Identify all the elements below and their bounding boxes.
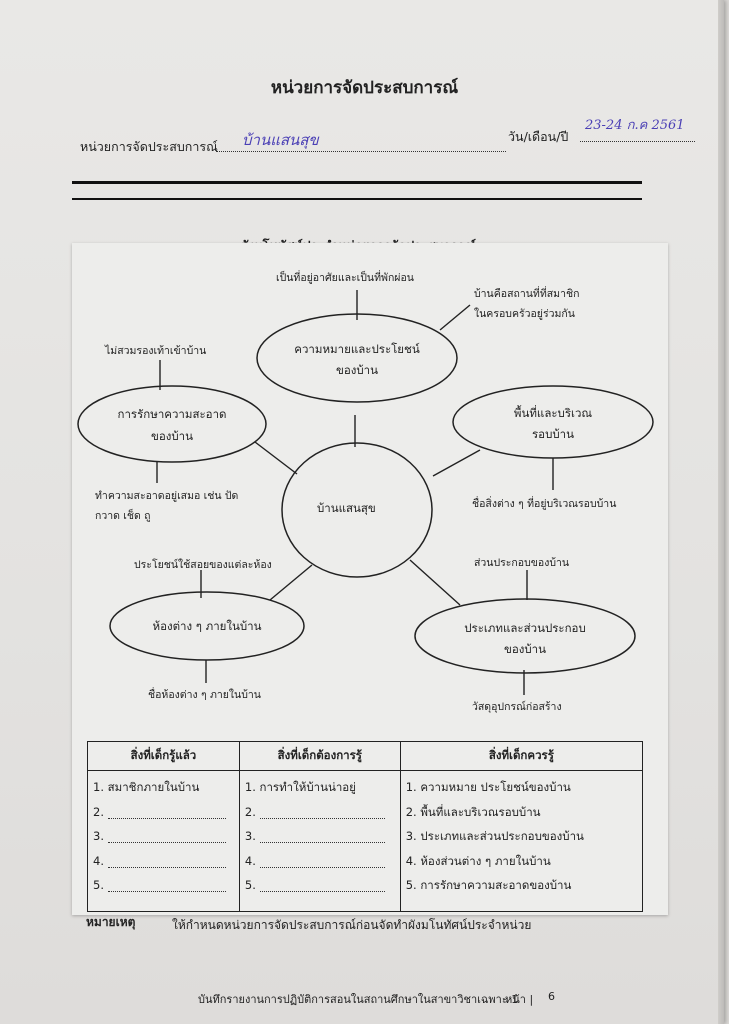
header-should-know: สิ่งที่เด็กควรรู้	[399, 741, 644, 771]
node-cleaning-line1: การรักษาความสะอาด	[117, 407, 227, 421]
detail-types-above: ส่วนประกอบของบ้าน	[474, 557, 570, 569]
note-label: หมายเหตุ	[86, 915, 136, 929]
node-oval-rooms	[109, 591, 305, 661]
kwl-table: สิ่งที่เด็กรู้แล้ว สิ่งที่เด็กต้องการรู้…	[87, 741, 644, 912]
page-number: 6	[548, 990, 555, 1003]
center-label: บ้านแสนสุข	[317, 501, 376, 515]
list-item: 2.	[93, 800, 234, 825]
list-item: 2. พื้นที่และบริเวณรอบบ้าน	[405, 804, 541, 819]
date-label: วัน/เดือน/ปี	[508, 129, 569, 144]
detail-types-below: วัสดุอุปกรณ์ก่อสร้าง	[472, 701, 562, 713]
col-known: 1. สมาชิกภายในบ้าน 2. 3. 4. 5.	[87, 770, 240, 912]
detail-rooms-below: ชื่อห้องต่าง ๆ ภายในบ้าน	[148, 689, 261, 701]
list-item: 3.	[245, 824, 395, 849]
list-item: 1. การทำให้บ้านน่าอยู่	[244, 780, 356, 794]
unit-label: หน่วยการจัดประสบการณ์	[80, 139, 218, 154]
unit-dotted-line	[216, 151, 506, 152]
list-item: 2.	[245, 800, 395, 825]
header-rule-thick	[72, 181, 642, 184]
node-types-line2: ของบ้าน	[503, 642, 546, 656]
connector-types	[409, 559, 461, 606]
page-title: หน่วยการจัดประสบการณ์	[270, 78, 459, 98]
connector-area	[432, 449, 481, 477]
detail-area-below: ชื่อสิ่งต่าง ๆ ที่อยู่บริเวณรอบบ้าน	[472, 498, 617, 510]
node-oval-area	[452, 385, 654, 459]
detail-cleaning-below-2: กวาด เช็ด ถู	[95, 510, 151, 522]
node-rooms-label: ห้องต่าง ๆ ภายในบ้าน	[152, 619, 262, 633]
list-item: 4.	[245, 849, 395, 874]
node-oval-types	[414, 598, 636, 674]
list-item: 3.	[93, 824, 234, 849]
unit-handwritten: บ้านแสนสุข	[242, 131, 319, 149]
detail-meaning-top: เป็นที่อยู่อาศัยและเป็นที่พักผ่อน	[276, 272, 414, 284]
connector-rooms	[269, 564, 313, 601]
footer-page-label: หน้า |	[505, 993, 534, 1006]
note-text: ให้กำหนดหน่วยการจัดประสบการณ์ก่อนจัดทำผั…	[172, 918, 532, 932]
list-item: 5.	[245, 873, 395, 898]
node-oval-cleaning	[77, 385, 267, 463]
node-oval-meaning	[256, 313, 458, 403]
header-rule-thin	[72, 198, 642, 200]
list-item: 4. ห้องส่วนต่าง ๆ ภายในบ้าน	[405, 853, 551, 868]
connector-cleaning	[254, 441, 298, 475]
page-edge-shadow	[718, 0, 724, 1024]
node-area-line2: รอบบ้าน	[531, 427, 574, 441]
list-item: 5.	[93, 873, 234, 898]
list-item: 1. ความหมาย ประโยชน์ของบ้าน	[405, 780, 571, 794]
list-item: 5. การรักษาความสะอาดของบ้าน	[405, 878, 572, 892]
node-meaning-line2: ของบ้าน	[335, 363, 378, 377]
header-known: สิ่งที่เด็กรู้แล้ว	[87, 741, 240, 771]
detail-meaning-right-1: บ้านคือสถานที่ที่สมาชิก	[474, 288, 580, 300]
list-item: 4.	[93, 849, 234, 874]
footer-text: บันทึกรายงานการปฏิบัติการสอนในสถานศึกษาใ…	[198, 993, 519, 1006]
col-want-to-know: 1. การทำให้บ้านน่าอยู่ 2. 3. 4. 5.	[238, 770, 401, 912]
node-types-line1: ประเภทและส่วนประกอบ	[464, 621, 586, 635]
detail-meaning-right-2: ในครอบครัวอยู่ร่วมกัน	[474, 308, 575, 320]
detail-cleaning-below-1: ทำความสะอาดอยู่เสมอ เช่น ปัด	[95, 490, 239, 502]
header-want-to-know: สิ่งที่เด็กต้องการรู้	[238, 741, 401, 771]
detail-rooms-above: ประโยชน์ใช้สอยของแต่ละห้อง	[134, 559, 272, 571]
node-cleaning-line2: ของบ้าน	[150, 429, 193, 443]
center-circle	[281, 442, 433, 578]
node-meaning-line1: ความหมายและประโยชน์	[294, 342, 420, 356]
col-should-know: 1. ความหมาย ประโยชน์ของบ้าน 2. พื้นที่แล…	[399, 770, 644, 912]
connector-meaning-right	[439, 304, 471, 331]
list-item: 3. ประเภทและส่วนประกอบของบ้าน	[405, 829, 584, 843]
detail-cleaning-above: ไม่สวมรองเท้าเข้าบ้าน	[105, 345, 207, 357]
date-dotted-line	[580, 141, 695, 142]
date-handwritten: 23-24 ก.ค 2561	[585, 118, 685, 133]
list-item: 1. สมาชิกภายในบ้าน	[93, 780, 200, 794]
node-area-line1: พื้นที่และบริเวณ	[513, 406, 593, 420]
